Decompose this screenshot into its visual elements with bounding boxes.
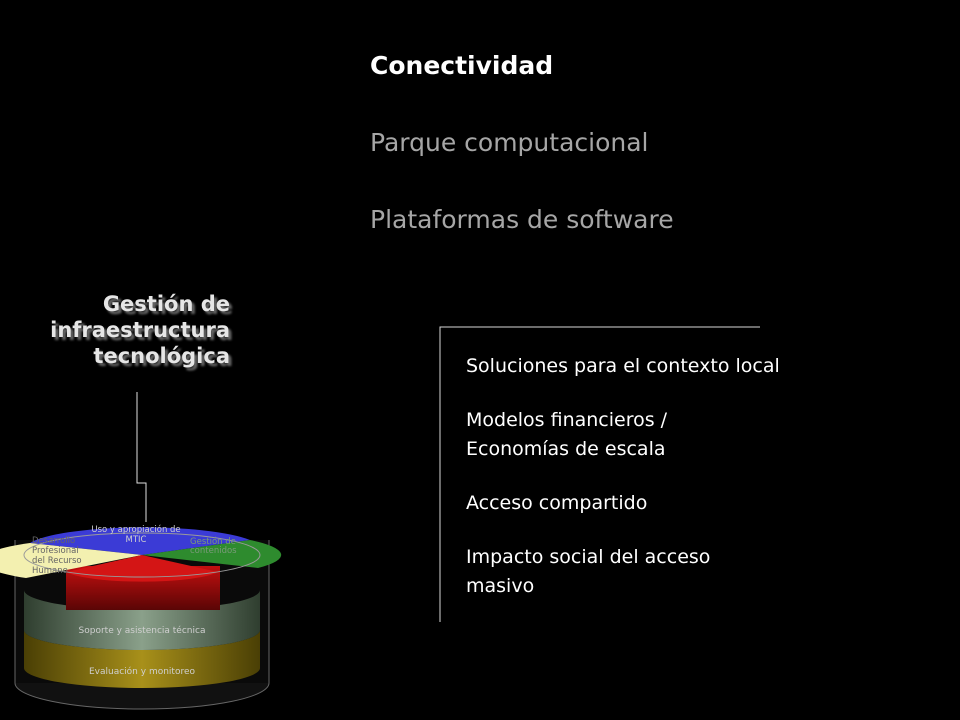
band-soporte-label: Soporte y asistencia técnica <box>79 625 206 636</box>
segment-desarrollo <box>0 543 142 578</box>
right-item-impacto: Impacto social del acceso masivo <box>466 543 780 601</box>
top-item-plataformas-software[interactable]: Plataformas de software <box>370 205 674 234</box>
band-evaluacion <box>24 630 260 688</box>
top-item-conectividad[interactable]: Conectividad <box>370 51 554 80</box>
segment-uso-label-1: Uso y apropiación de <box>91 524 180 535</box>
segment-desarrollo-label-1: Desarrollo <box>32 536 75 546</box>
section-heading: Gestión de infraestructura tecnológica <box>50 291 230 369</box>
heading-line-1: Gestión de <box>102 292 230 316</box>
segment-desarrollo-label-3: del Recurso <box>32 556 82 566</box>
right-item-line: Soluciones para el contexto local <box>466 355 780 377</box>
top-list: Conectividad Parque computacional Plataf… <box>370 50 674 281</box>
right-item-modelos: Modelos financieros / Economías de escal… <box>466 406 780 464</box>
right-item-line: Impacto social del acceso <box>466 546 711 568</box>
band-soporte <box>24 590 260 650</box>
right-item-line: masivo <box>466 575 535 597</box>
segment-desarrollo-label-4: Humano <box>32 566 68 576</box>
right-item-line: Modelos financieros / <box>466 409 668 431</box>
segment-desarrollo-label-2: Profesional <box>32 546 79 556</box>
heading-line-3: tecnológica <box>93 344 230 368</box>
segment-gestion-label-2: contenidos <box>190 546 237 556</box>
heading-line-2: infraestructura <box>50 318 230 342</box>
right-item-line: Acceso compartido <box>466 492 648 514</box>
right-list: Soluciones para el contexto local Modelo… <box>466 352 780 626</box>
right-item-line: Economías de escala <box>466 438 666 460</box>
top-item-parque-computacional[interactable]: Parque computacional <box>370 128 649 157</box>
segment-gestion <box>142 540 282 568</box>
right-item-acceso: Acceso compartido <box>466 489 780 518</box>
right-item-soluciones: Soluciones para el contexto local <box>466 352 780 381</box>
band-evaluacion-label: Evaluación y monitoreo <box>89 666 196 677</box>
segment-uso-label-2: MTIC <box>126 535 147 545</box>
segment-uso <box>30 527 250 555</box>
segment-red <box>66 555 218 582</box>
segment-gestion-label-1: Gestión de <box>190 536 236 547</box>
